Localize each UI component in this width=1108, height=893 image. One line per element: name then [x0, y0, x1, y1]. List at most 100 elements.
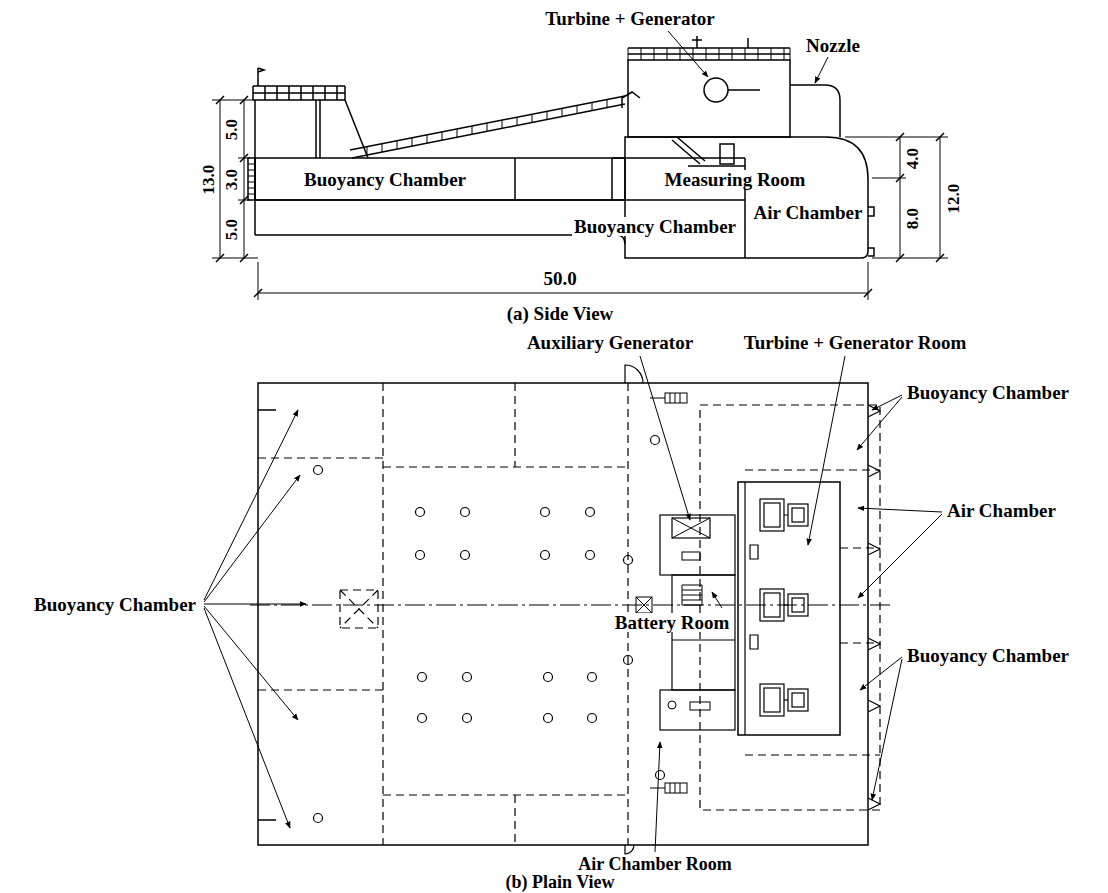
- leader-lines: [815, 57, 828, 83]
- leader-lines: [872, 659, 902, 800]
- turbine-units: [792, 508, 804, 522]
- hatch-circles: [544, 673, 553, 682]
- hatch-circles: [656, 771, 665, 780]
- hatch-circles: [461, 551, 470, 560]
- side-view: [688, 165, 745, 167]
- hatch-circles: [541, 508, 550, 517]
- plan-view: [868, 405, 880, 810]
- plan-view: [668, 701, 676, 709]
- side-view: [248, 164, 255, 194]
- side-view: [255, 158, 625, 200]
- dimension-lines: [845, 137, 948, 258]
- leader-lines: [808, 356, 845, 545]
- plan-view: [682, 552, 700, 560]
- leader-lines: [668, 31, 708, 77]
- side-view: [704, 78, 728, 102]
- side-view: [628, 48, 790, 60]
- plan-view: [636, 597, 652, 613]
- bulkhead-lines: [340, 590, 378, 628]
- turbine-units: [788, 504, 808, 526]
- dimension-label: 5.0: [224, 116, 241, 141]
- plan-view: [672, 575, 735, 690]
- plan-view: [258, 410, 276, 820]
- leader-lines: [860, 657, 902, 690]
- turbine-units: [750, 499, 808, 716]
- dimension-lines: [216, 96, 248, 262]
- side-view: [628, 60, 790, 137]
- hatch-circles: [544, 714, 553, 723]
- leader-lines: [857, 397, 902, 450]
- plan-view: [660, 690, 735, 730]
- plan-view: [672, 518, 710, 538]
- side-view: [868, 207, 874, 256]
- part-label: Battery Room: [613, 613, 732, 632]
- dimension-label: 4.0: [905, 145, 922, 170]
- part-label: Air Chamber Room: [576, 855, 733, 873]
- part-label: Air Chamber: [945, 501, 1058, 520]
- bulkhead-lines: [258, 383, 880, 845]
- view-caption: (a) Side View: [505, 304, 616, 323]
- bulkhead-lines: [340, 590, 378, 628]
- leader-lines: [712, 592, 722, 608]
- side-view: [253, 86, 345, 100]
- dimension-lines: [212, 100, 258, 258]
- plan-view: [636, 597, 652, 613]
- hatch-circles: [418, 714, 427, 723]
- dimension-lines: [220, 100, 244, 258]
- turbine-units: [750, 515, 788, 559]
- plan-view: [744, 482, 745, 735]
- turbine-units: [760, 684, 784, 716]
- turbine-units: [788, 689, 808, 711]
- plan-view: [665, 783, 687, 793]
- plan-view: [625, 845, 634, 854]
- turbine-units: [792, 598, 804, 612]
- hatch-circles: [314, 814, 323, 823]
- side-view: [255, 235, 625, 244]
- hatch-circles: [624, 556, 633, 565]
- dimension-label: 13.0: [201, 162, 218, 196]
- side-view: [672, 137, 705, 164]
- side-view: [253, 86, 345, 100]
- hatch-circles: [588, 714, 597, 723]
- leader-lines: [858, 514, 942, 598]
- hatch-circles: [418, 673, 427, 682]
- dimension-label: 5.0: [224, 216, 241, 241]
- hatch-circles: [416, 508, 425, 517]
- turbine-units: [760, 589, 784, 621]
- turbine-units: [784, 699, 788, 700]
- side-view: [790, 85, 840, 137]
- turbine-units: [760, 499, 784, 531]
- hatch-circles: [588, 673, 597, 682]
- turbine-units: [764, 688, 780, 712]
- dimension-lines: [258, 262, 868, 300]
- side-view: [367, 99, 607, 155]
- bulkhead-lines: [700, 405, 880, 810]
- hatch-circles: [463, 714, 472, 723]
- hatch-circles: [541, 551, 550, 560]
- dimension-lines: [212, 96, 948, 300]
- plan-view: [250, 365, 890, 854]
- part-label: Nozzle: [804, 36, 862, 55]
- leader-lines: [204, 31, 942, 852]
- plan-view: [660, 515, 735, 575]
- side-view: [514, 158, 516, 200]
- turbine-units: [764, 593, 780, 617]
- part-label: Turbine + Generator: [543, 9, 717, 28]
- side-view: [316, 100, 320, 158]
- side-view: [625, 137, 868, 258]
- hatch-circles: [314, 466, 323, 475]
- side-view: [628, 48, 790, 54]
- turbine-units: [764, 503, 780, 527]
- plan-view: [250, 605, 890, 606]
- part-label: Buoyancy Chamber: [302, 170, 468, 189]
- bulkhead-lines: [745, 470, 880, 755]
- dimension-label: 12.0: [946, 181, 963, 215]
- hatch-circles: [463, 673, 472, 682]
- side-view: [258, 68, 264, 86]
- part-label: Buoyancy Chamber: [32, 595, 198, 614]
- plan-view: [625, 365, 643, 383]
- dimension-lines: [254, 289, 872, 297]
- side-view: [692, 36, 748, 48]
- leader-lines: [640, 356, 690, 520]
